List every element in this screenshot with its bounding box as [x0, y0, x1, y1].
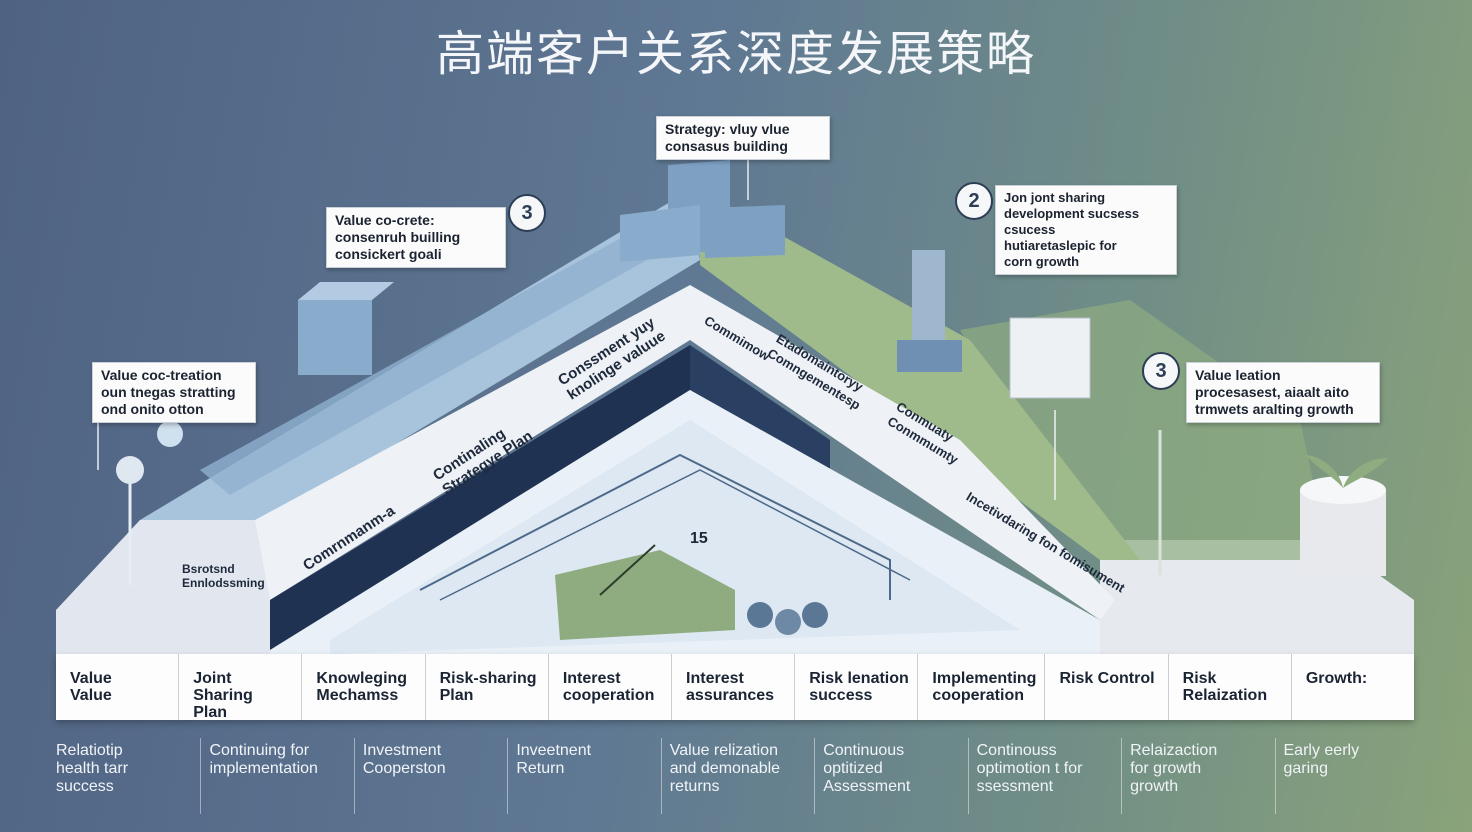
lamp-head-icon — [157, 421, 183, 447]
outcome-cell: Investment Cooperston — [353, 738, 507, 814]
outcome-cell: Continuing for implementation — [200, 738, 353, 814]
page-title: 高端客户关系深度发展策略 — [435, 26, 1036, 82]
top-block — [705, 205, 785, 258]
left-cube-top — [298, 282, 394, 300]
outcome-cell: Continuous optitized Assessment — [814, 738, 967, 814]
ground-label-left: Bsrotsnd Ennlodssming — [182, 562, 265, 590]
outcome-cell: Continouss optimotion t for ssessment — [967, 738, 1121, 814]
tile-check-line — [599, 544, 656, 596]
callout-upper-left: Value co-crete: consenruh builling consi… — [326, 207, 506, 268]
stage-cell: Value Value — [56, 654, 180, 720]
cylinder-top — [1300, 476, 1386, 504]
step-badge-right: 3 — [1142, 352, 1180, 390]
outcome-cell: Relatiotip health tarr success — [56, 742, 129, 795]
step-badge-upper-left: 3 — [508, 194, 546, 232]
gear-icon — [802, 602, 828, 628]
pit-back-wall — [270, 345, 690, 650]
outcome-cell: Value relization and demonable returns — [660, 738, 814, 814]
center-number-label: 15 — [690, 530, 708, 547]
outcome-cell: Inveetnent Return — [507, 738, 660, 814]
stage-row: Value Value Joint Sharing Plan Knowlegin… — [56, 654, 1414, 721]
pit-right-wall — [690, 345, 830, 470]
stage-cell: Knowleging Mechamss — [302, 654, 426, 720]
left-band — [255, 285, 690, 600]
callout-upper-right: Jon jont sharing development sucsess csu… — [995, 185, 1177, 275]
right-band — [690, 285, 1115, 620]
stage-cell: Risk Relaization — [1169, 654, 1292, 720]
callout-right: Value leation procesasest, aiaalt aito t… — [1186, 362, 1380, 423]
flow-line-2 — [439, 469, 911, 601]
callout-top: Strategy: vluy vlue consasus building — [656, 116, 830, 160]
stage-cell: Risk-sharing Plan — [426, 654, 549, 720]
stage-cell: Interest cooperation — [549, 654, 673, 720]
stage-cell: Risk lenation success — [795, 654, 919, 720]
lamp-head-icon — [116, 456, 144, 484]
tower-base — [897, 340, 962, 372]
green-tile — [555, 550, 735, 640]
right-slope — [700, 190, 1140, 560]
stage-cell: Implementing cooperation — [918, 654, 1046, 720]
left-slope-top — [200, 200, 700, 495]
callout-left: Value coc-treation oun tnegas stratting … — [92, 362, 256, 423]
stage-cell: Growth: — [1305, 670, 1368, 687]
crate-icon — [1009, 317, 1091, 399]
gear-icon — [775, 609, 801, 635]
stage-cell: Joint Sharing Plan — [179, 654, 303, 721]
plant-icon — [1305, 455, 1388, 488]
left-cube-icon — [298, 300, 372, 375]
outcome-cell: Early eerly garing — [1274, 738, 1428, 814]
gear-icon — [747, 602, 773, 628]
outcome-cell: Relaizaction for growth growth — [1121, 738, 1274, 814]
flow-line-1 — [419, 453, 891, 600]
left-ground-plate — [56, 520, 270, 654]
stage-cell: Risk Control — [1045, 654, 1169, 720]
pit-floor-light — [330, 420, 1020, 654]
top-block — [620, 205, 700, 262]
tower-icon — [912, 250, 945, 345]
stage-cell: Interest assurances — [672, 654, 796, 720]
outcome-row: Relatiotip health tarr success Continuin… — [48, 738, 1428, 814]
cylinder-pedestal — [1300, 490, 1386, 576]
step-badge-upper-right: 2 — [955, 182, 993, 220]
